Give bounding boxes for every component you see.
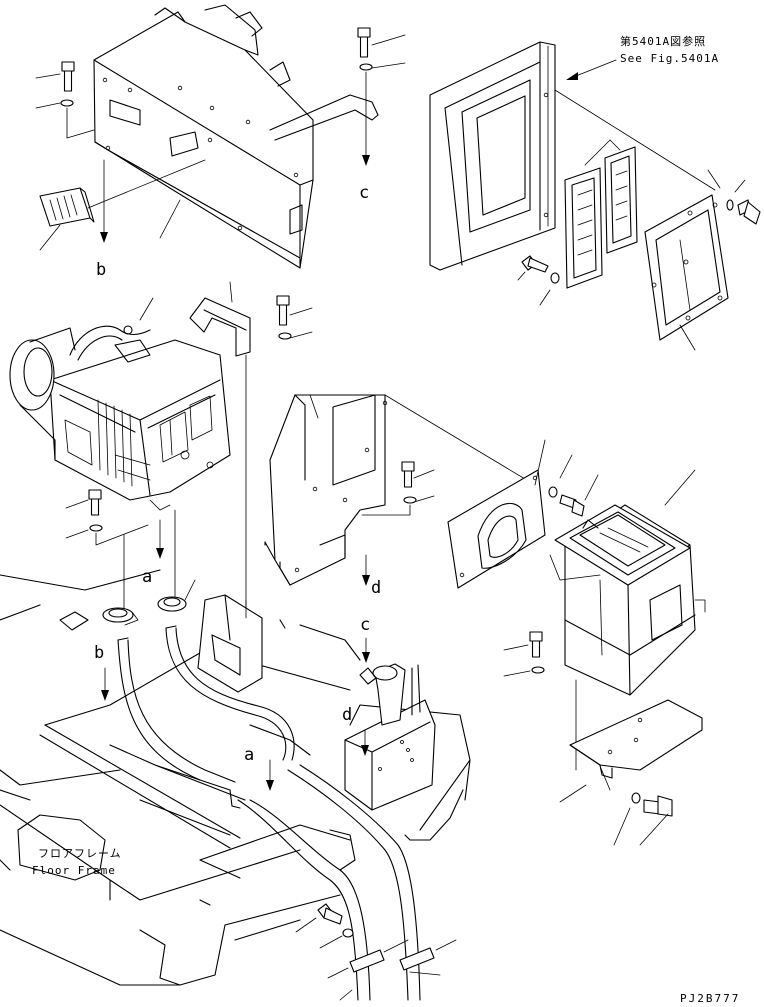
bolt-top-right — [707, 169, 761, 225]
arrow-d-center: d — [362, 554, 381, 598]
bolt-bottom-clamp — [295, 903, 354, 949]
hose-clamps — [102, 579, 196, 626]
marker-b-top: b — [96, 260, 106, 280]
center-panel — [264, 394, 536, 586]
arrow-a-mid: a — [123, 509, 176, 611]
bolt-right-lower — [503, 631, 577, 771]
arrow-b-top: b — [96, 159, 108, 280]
bolt-under-ac — [65, 489, 149, 546]
marker-c-lower: c — [360, 615, 370, 635]
hoses — [117, 625, 421, 1001]
hose-clamps-bottom — [327, 939, 457, 1001]
bolt-mid-top — [276, 295, 313, 340]
filter-elements — [554, 89, 716, 289]
floor-heater-block — [344, 663, 436, 811]
top-cover-panel — [93, 4, 379, 269]
mounting-plate — [559, 699, 703, 803]
marker-a-lower: a — [244, 745, 254, 765]
box-unit — [549, 469, 706, 696]
air-conditioner-unit — [9, 297, 231, 511]
floor-duct — [197, 594, 263, 693]
bolt-bottom-right — [613, 792, 673, 846]
floor-frame-label-japanese: フロアフレーム — [38, 847, 122, 860]
right-bracket-plate — [447, 439, 546, 589]
marker-a-mid: a — [142, 567, 152, 587]
marker-d-lower: d — [342, 705, 352, 725]
bolt-right-mid — [548, 454, 599, 517]
marker-b-lower: b — [94, 643, 104, 663]
bolt-housing — [517, 255, 560, 306]
filter-housing — [429, 41, 556, 271]
ac-bracket — [189, 281, 251, 636]
vent-grille — [39, 159, 206, 251]
arrow-c-lower: c — [360, 615, 370, 663]
floor-frame-label-english: Floor Frame — [32, 864, 116, 877]
floor-frame: フロアフレーム Floor Frame — [0, 569, 471, 986]
bolt-center — [361, 461, 435, 516]
arrow-a-lower: a — [244, 745, 274, 791]
bolt-top-center: c — [357, 27, 406, 203]
marker-c-top: c — [359, 183, 369, 203]
arrow-d-lower: d — [342, 705, 369, 756]
reference-note: 第5401A図参照 See Fig.5401A — [566, 34, 719, 80]
marker-d-center: d — [371, 578, 381, 598]
arrow-b-lower: b — [94, 643, 109, 701]
filter-cover — [644, 194, 729, 351]
reference-note-japanese: 第5401A図参照 — [620, 34, 706, 48]
drawing-code: PJ2B777 — [680, 992, 740, 1005]
reference-note-english: See Fig.5401A — [620, 52, 719, 65]
bolt-top-left — [35, 61, 95, 139]
